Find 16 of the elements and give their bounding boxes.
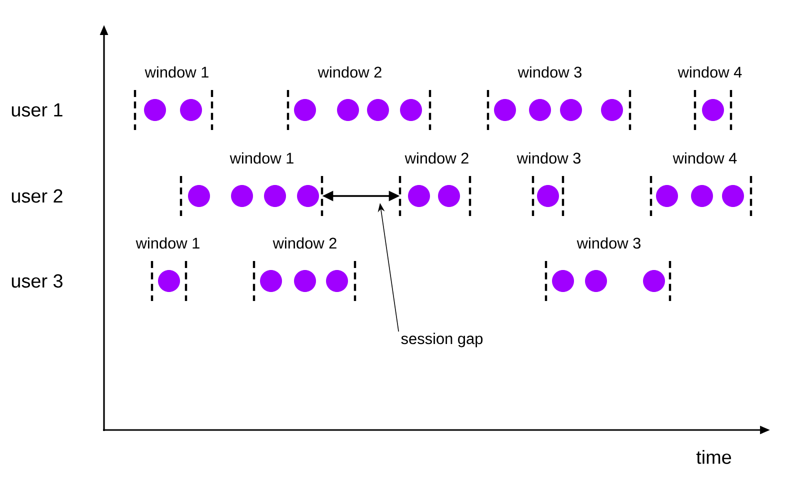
window-title: window 4 [672,152,737,164]
window-title: window 2 [404,152,468,164]
window-title: window 1 [230,152,294,164]
window-title: window 1 [144,66,208,78]
annotation-text: session gap [401,332,483,348]
window-title: window 2 [318,66,382,78]
window-title: window 3 [518,66,582,78]
user-label: user 2 [12,189,62,203]
window-title: window 2 [272,237,336,249]
window-title: window 4 [678,66,742,78]
window-title: window 1 [136,237,200,249]
user-label: user 1 [12,103,62,117]
time-label: time [696,450,732,464]
window-title: window 3 [576,237,640,249]
user-label: user 3 [12,274,62,288]
window-title: window 3 [516,152,580,164]
